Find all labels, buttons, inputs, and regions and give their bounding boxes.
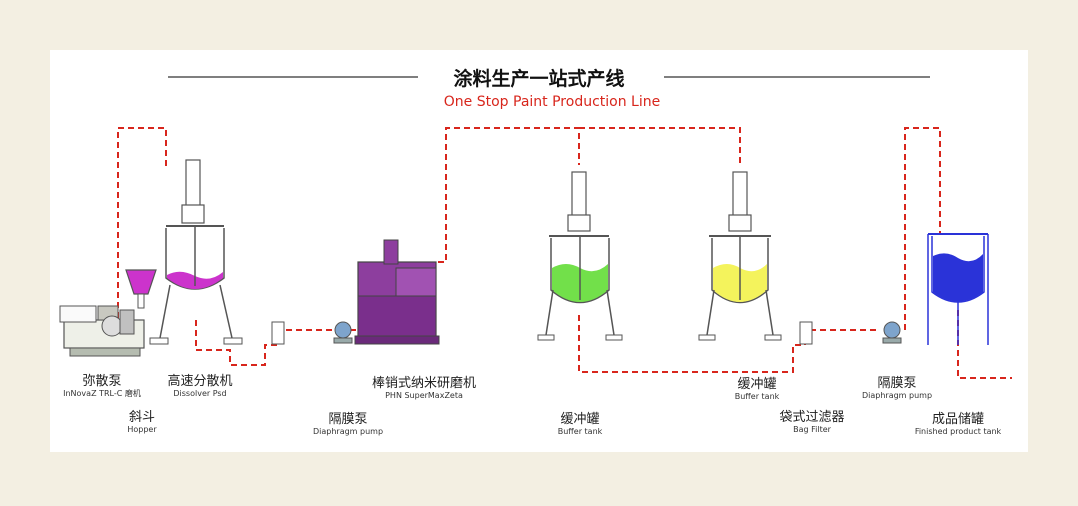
label-cn: 弥散泵 xyxy=(82,374,122,389)
label-en: Bag Filter xyxy=(793,425,831,434)
label-cn: 袋式过滤器 xyxy=(779,410,845,425)
label-cn: 隔膜泵 xyxy=(877,376,917,391)
pipe-hopper-feed xyxy=(117,127,167,318)
buffer-tank-1 xyxy=(537,171,623,341)
buffer-tank-2 xyxy=(698,171,782,341)
dispersion-pump xyxy=(59,305,145,357)
label-diaphragm-pump-1: 隔膜泵 Diaphragm pump xyxy=(313,412,383,437)
label-en: Finished product tank xyxy=(914,427,1002,436)
label-finished-tank: 成品储罐 Finished product tank xyxy=(915,412,1001,437)
label-dispersion-pump: 弥散泵 InNovaZ TRL-C 磨机 xyxy=(63,374,141,399)
pipe-link-buffer2 xyxy=(579,127,741,165)
label-cn: 缓冲罐 xyxy=(737,377,777,392)
label-en: Buffer tank xyxy=(734,392,780,401)
label-buffer-tank-1: 缓冲罐 Buffer tank xyxy=(558,412,603,437)
label-cn: 高速分散机 xyxy=(167,374,233,389)
diaphragm-pump-2 xyxy=(882,321,902,344)
label-en: Buffer tank xyxy=(557,427,603,436)
label-dissolver: 高速分散机 Dissolver Psd xyxy=(167,374,232,399)
pipe-dissolver-to-pump xyxy=(195,320,335,366)
label-en: PHN SuperMaxZeta xyxy=(385,391,463,400)
hopper xyxy=(125,269,157,309)
label-buffer-tank-2: 缓冲罐 Buffer tank xyxy=(735,377,780,402)
pipe-pump-to-finished xyxy=(904,127,941,330)
diaphragm-pump-1 xyxy=(271,321,353,345)
label-bag-filter: 袋式过滤器 Bag Filter xyxy=(779,410,844,435)
label-en: InNovaZ TRL-C 磨机 xyxy=(63,389,141,398)
label-en: Dissolver Psd xyxy=(173,389,227,398)
bag-filter xyxy=(799,321,813,345)
label-en: Diaphragm pump xyxy=(312,427,384,436)
label-hopper: 斜斗 Hopper xyxy=(127,410,156,435)
title-cn: 涂料生产一站式产线 xyxy=(453,68,625,90)
label-en: Hopper xyxy=(127,425,157,434)
dissolver xyxy=(149,159,243,345)
pipe-buffer1-to-filter xyxy=(578,315,880,373)
label-diaphragm-pump-2: 隔膜泵 Diaphragm pump xyxy=(862,376,932,401)
label-cn: 隔膜泵 xyxy=(328,412,368,427)
label-cn: 棒销式纳米研磨机 xyxy=(371,376,477,391)
pipe-mill-to-buffer1 xyxy=(438,127,580,263)
pipe-finished-out xyxy=(957,310,1012,379)
title-en: One Stop Paint Production Line xyxy=(443,94,661,110)
nano-mill xyxy=(354,239,440,345)
label-nano-mill: 棒销式纳米研磨机 PHN SuperMaxZeta xyxy=(372,376,476,401)
label-cn: 斜斗 xyxy=(128,410,155,425)
label-cn: 缓冲罐 xyxy=(560,412,600,427)
label-cn: 成品储罐 xyxy=(931,412,984,427)
label-en: Diaphragm pump xyxy=(861,391,933,400)
finished-product-tank xyxy=(927,233,989,345)
